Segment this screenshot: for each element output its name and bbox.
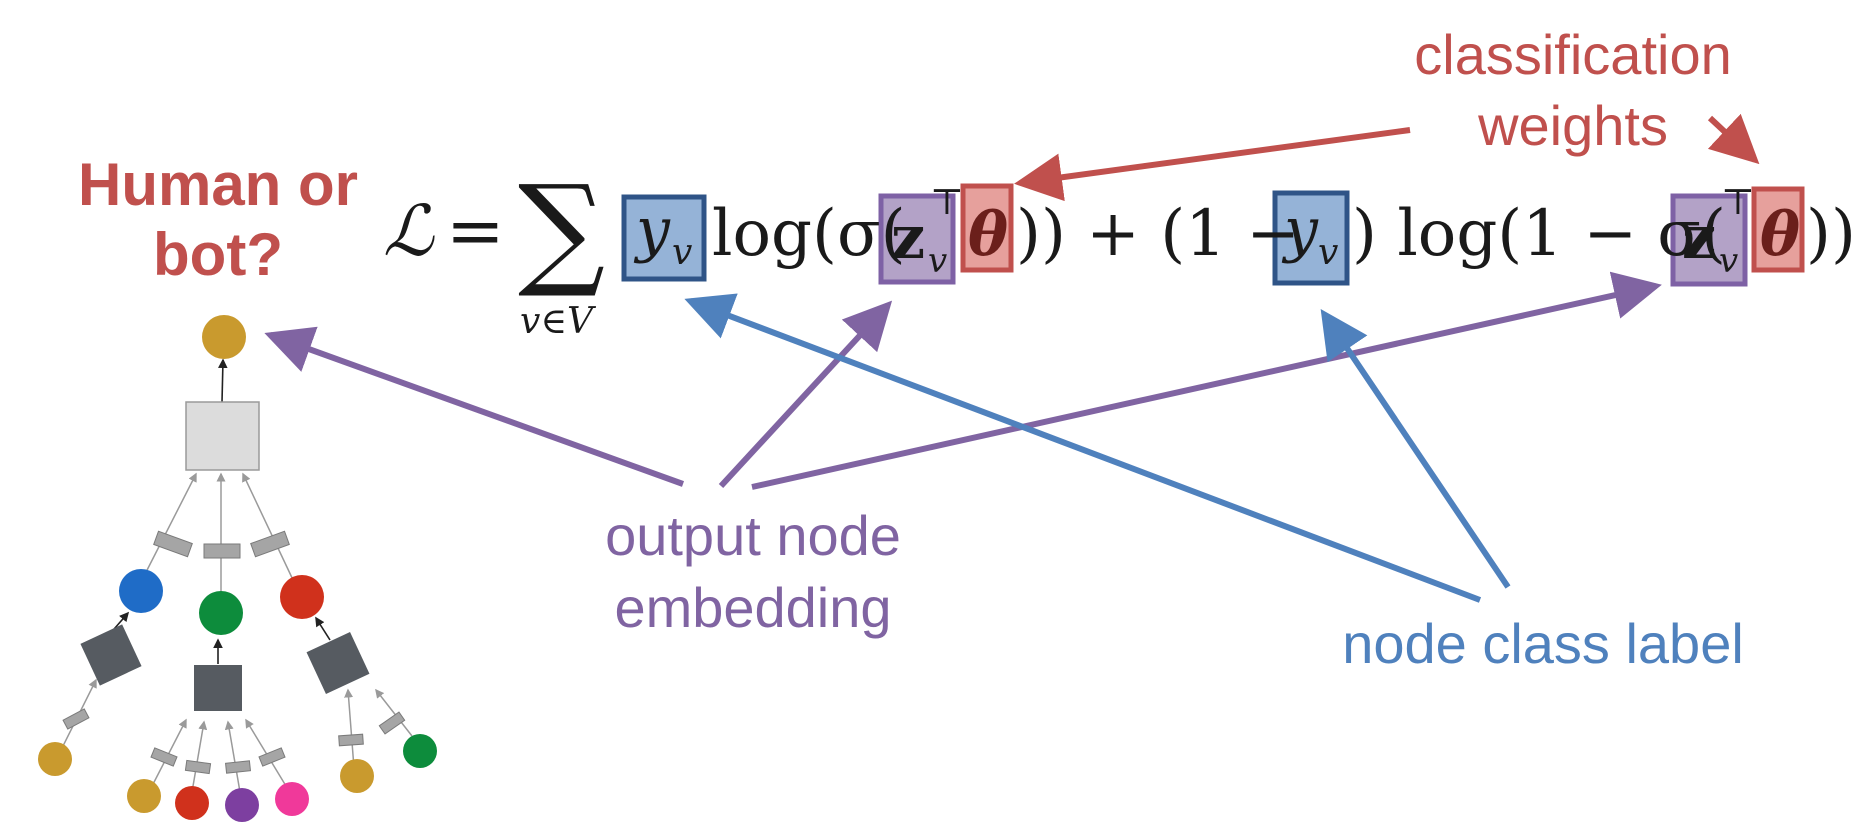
question-line1: Human or [78,151,358,218]
loss-symbol: ℒ [383,190,435,272]
embedding-label-line2: embedding [614,576,891,639]
purple-arrow-to-z-v-1 [718,300,893,489]
node-blue [119,569,163,613]
leaf-node-gold-1 [38,742,72,776]
theta-highlight-2 [1751,186,1805,273]
embedding-label-line1: output node [605,504,901,567]
z-v-symbol-1: z [891,203,925,273]
transpose-symbol-1: ⊤ [930,182,964,223]
z-v-subscript-2: v [1719,241,1738,281]
leaf-node-purple [225,788,259,822]
purple-arrow-to-root-node [264,326,685,487]
computation-graph [38,315,437,822]
log-one-minus-sigma: ) log(1 − σ( [1352,197,1726,271]
close-plus-term: )) + (1 − [1016,197,1300,271]
root-node [202,315,246,359]
node-red [280,575,324,619]
red-arrow-to-theta-2 [1707,113,1760,165]
y-v-highlight-2 [1272,190,1350,286]
z-v-subscript-1: v [928,241,947,281]
theta-symbol-1: θ [968,200,1008,270]
classification-label-line1: classification [1414,23,1731,86]
leaf-node-red [175,786,209,820]
loss-equation: ℒ = ∑ v∈V y v log(σ( z v ⊤ θ )) + (1 − y… [383,159,1852,342]
transpose-symbol-2: ⊤ [1721,182,1755,223]
node-green [199,591,243,635]
theta-highlight-1 [960,183,1014,273]
class-label-text: node class label [1342,612,1744,675]
y-v-highlight-1 [621,194,707,282]
leaf-node-pink [275,782,309,816]
z-v-symbol-2: z [1682,203,1716,273]
sum-symbol: ∑ [518,159,605,301]
sum-subscript: v∈V [520,301,597,342]
y-v-subscript-2: v [1318,232,1338,273]
y-v-subscript-1: v [672,232,692,273]
root-aggregator-box [185,401,260,471]
equals-sign: = [446,190,505,272]
edge-weight-boxes [62,530,406,775]
z-v-highlight-1 [878,193,956,285]
leaf-node-gold-3 [340,759,374,793]
aggregator-box-left [80,624,142,686]
blue-arrow-to-y-v-1 [684,293,1482,603]
aggregator-box-center [194,665,242,711]
blue-arrow-to-y-v-2 [1320,309,1511,589]
log-sigma-open-1: log(σ( [712,197,906,271]
y-v-symbol-1: y [633,195,671,265]
final-close-parens: )) [1806,197,1852,271]
question-line2: bot? [153,221,283,288]
classification-label-line2: weights [1477,94,1668,157]
red-arrow-to-theta-1 [1014,127,1411,202]
aggregator-box-right [306,632,370,694]
leaf-node-green [403,734,437,768]
purple-arrow-to-z-v-2 [751,271,1662,490]
leaf-node-gold-2 [127,779,161,813]
leaf-edges [61,472,413,793]
y-v-symbol-2: y [1281,195,1319,265]
z-v-highlight-2 [1670,193,1748,287]
theta-symbol-2: θ [1760,200,1800,270]
